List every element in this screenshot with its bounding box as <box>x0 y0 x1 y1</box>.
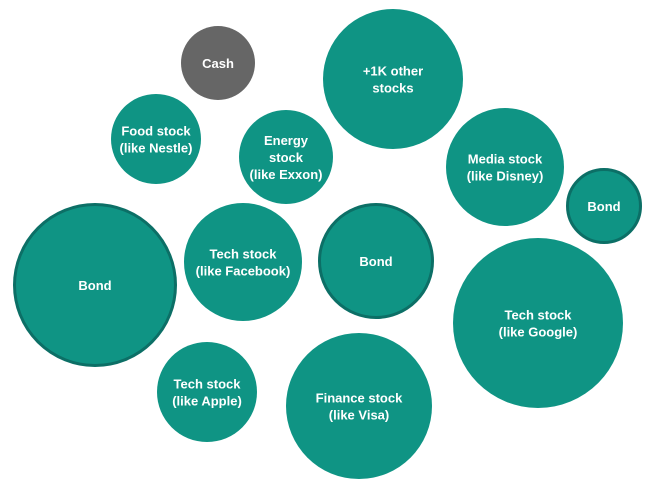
bubble-label: Media stock <box>468 152 543 167</box>
bubble-bond-small: Bond <box>566 168 642 244</box>
bubble-label: (like Nestle) <box>120 141 193 156</box>
bubble-label: Bond <box>78 278 111 293</box>
bubble-tech-facebook: Tech stock (like Facebook) <box>184 203 302 321</box>
bubble-bond-large: Bond <box>13 203 177 367</box>
bubble-media-stock: Media stock (like Disney) <box>446 108 564 226</box>
bubble-label: +1K other <box>363 64 423 79</box>
bubble-label: Bond <box>359 254 392 269</box>
bubble-circle <box>184 203 302 321</box>
bubble-label: (like Visa) <box>329 408 389 423</box>
bubble-bond-medium: Bond <box>318 203 434 319</box>
bubble-label: Bond <box>587 199 620 214</box>
bubble-finance-stock: Finance stock (like Visa) <box>286 333 432 479</box>
bubble-label: stocks <box>372 81 413 96</box>
bubble-label: Energy <box>264 133 309 148</box>
bubble-circle <box>239 110 333 204</box>
bubble-circle <box>566 168 642 244</box>
bubble-label: Food stock <box>121 124 191 139</box>
bubble-label: (like Disney) <box>467 169 544 184</box>
bubble-circle <box>323 9 463 149</box>
bubble-circle <box>446 108 564 226</box>
bubble-tech-google: Tech stock (like Google) <box>453 238 623 408</box>
bubble-label: Cash <box>202 56 234 71</box>
bubble-cash: Cash <box>181 26 255 100</box>
bubble-circle <box>111 94 201 184</box>
bubble-circle <box>318 203 434 319</box>
bubble-label: (like Facebook) <box>196 264 291 279</box>
bubble-energy-stock: Energy stock (like Exxon) <box>239 110 333 204</box>
bubble-label: Finance stock <box>316 391 403 406</box>
bubble-tech-apple: Tech stock (like Apple) <box>157 342 257 442</box>
bubble-food-stock: Food stock (like Nestle) <box>111 94 201 184</box>
bubble-label: Tech stock <box>505 308 573 323</box>
bubble-circle <box>181 26 255 100</box>
bubble-circle <box>13 203 177 367</box>
bubble-label: (like Apple) <box>172 394 242 409</box>
bubble-label: (like Google) <box>499 325 578 340</box>
bubble-circle <box>286 333 432 479</box>
bubble-other-stocks: +1K other stocks <box>323 9 463 149</box>
bubble-label: (like Exxon) <box>250 167 323 182</box>
bubble-label: Tech stock <box>174 377 242 392</box>
bubble-label: Tech stock <box>210 247 278 262</box>
bubble-circle <box>453 238 623 408</box>
bubble-label: stock <box>269 150 304 165</box>
bubble-circle <box>157 342 257 442</box>
